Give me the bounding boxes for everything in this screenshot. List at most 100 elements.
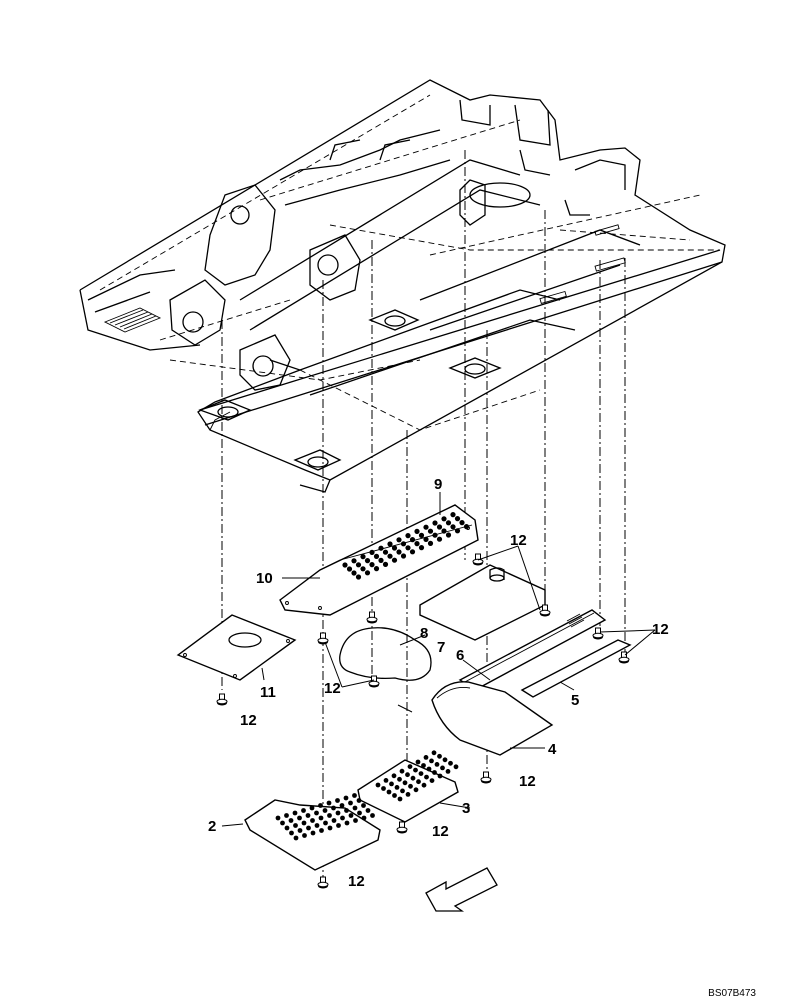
perforation-hole bbox=[436, 524, 443, 530]
perforation-hole bbox=[381, 786, 386, 791]
cover-plate-4[interactable] bbox=[431, 681, 554, 756]
perforation-hole bbox=[306, 825, 311, 831]
perforation-hole bbox=[427, 528, 434, 534]
perforation-hole bbox=[431, 750, 437, 756]
perforation-hole bbox=[423, 524, 429, 530]
callout-9: 9 bbox=[434, 476, 442, 493]
perforation-hole bbox=[348, 800, 353, 806]
callout-12: 12 bbox=[510, 532, 527, 549]
bolt-icon bbox=[539, 604, 551, 617]
perforation-holes bbox=[275, 793, 375, 841]
perforation-hole bbox=[386, 789, 392, 795]
perforation-hole bbox=[400, 553, 407, 559]
perforation-hole bbox=[284, 813, 289, 818]
perforation-hole bbox=[352, 793, 357, 798]
perforation-hole bbox=[326, 800, 332, 806]
callout-labels: 9 10 12 12 8 7 6 11 12 5 12 4 12 3 2 12 … bbox=[208, 476, 669, 890]
perforation-hole bbox=[375, 782, 381, 788]
perforation-hole bbox=[310, 830, 316, 836]
cover-plate-3[interactable] bbox=[357, 750, 459, 823]
perforation-hole bbox=[418, 771, 424, 776]
perforation-hole bbox=[445, 532, 452, 538]
perforation-hole bbox=[437, 753, 442, 759]
perforation-hole bbox=[284, 825, 290, 831]
perforation-hole bbox=[409, 549, 416, 555]
perforation-hole bbox=[356, 798, 362, 803]
perforation-hole bbox=[280, 820, 285, 826]
callout-12: 12 bbox=[324, 680, 341, 697]
perforation-hole bbox=[343, 795, 349, 801]
perforation-hole bbox=[387, 553, 393, 559]
perforation-hole bbox=[323, 820, 328, 826]
callout-2: 2 bbox=[208, 818, 216, 835]
perforation-holes bbox=[375, 750, 459, 802]
perforation-hole bbox=[396, 549, 402, 555]
callout-12: 12 bbox=[432, 823, 449, 840]
perforation-hole bbox=[335, 798, 340, 803]
perforation-hole bbox=[459, 520, 465, 526]
callout-7: 7 bbox=[437, 639, 445, 656]
perforation-hole bbox=[302, 833, 307, 838]
perforation-hole bbox=[423, 536, 429, 543]
perforation-hole bbox=[297, 815, 302, 821]
callout-12: 12 bbox=[519, 773, 536, 790]
cover-plate-7[interactable] bbox=[419, 564, 546, 641]
perforation-hole bbox=[405, 792, 411, 797]
step-plate bbox=[103, 307, 162, 333]
callout-11: 11 bbox=[260, 684, 276, 701]
perforation-hole bbox=[293, 835, 299, 841]
cover-strip-5[interactable] bbox=[520, 639, 632, 698]
perforation-hole bbox=[353, 818, 358, 823]
bolt-icon bbox=[472, 553, 484, 566]
perforation-hole bbox=[432, 532, 438, 538]
perforation-hole bbox=[434, 762, 440, 767]
perforation-hole bbox=[453, 764, 459, 770]
perforation-hole bbox=[318, 803, 323, 808]
perforation-hole bbox=[445, 520, 452, 526]
perforation-hole bbox=[397, 796, 403, 802]
cover-plate-2[interactable] bbox=[244, 793, 381, 871]
perforation-hole bbox=[310, 818, 315, 823]
perforation-hole bbox=[450, 524, 456, 530]
perforation-hole bbox=[418, 532, 425, 539]
perforation-hole bbox=[423, 755, 429, 760]
perforation-hole bbox=[414, 528, 420, 535]
perforation-hole bbox=[301, 808, 306, 813]
perforation-hole bbox=[364, 558, 371, 564]
upper-frame bbox=[79, 79, 726, 493]
bolts-12 bbox=[216, 553, 630, 889]
perforation-hole bbox=[373, 553, 380, 560]
gasket-8[interactable] bbox=[339, 627, 432, 681]
callout-12: 12 bbox=[348, 873, 365, 890]
perforation-hole bbox=[365, 808, 371, 813]
perforation-hole bbox=[360, 566, 366, 572]
perforation-hole bbox=[344, 820, 350, 826]
perforation-hole bbox=[441, 516, 447, 522]
perforation-hole bbox=[391, 773, 397, 779]
cover-plate-9-10[interactable] bbox=[279, 504, 479, 616]
bolt-icon bbox=[317, 632, 329, 645]
mounting-pads bbox=[198, 309, 502, 471]
perforation-hole bbox=[361, 803, 366, 808]
perforation-hole bbox=[410, 775, 416, 781]
perforation-hole bbox=[437, 773, 443, 779]
perforation-hole bbox=[413, 787, 419, 793]
bolt-icon bbox=[592, 627, 604, 640]
perforation-hole bbox=[432, 770, 437, 775]
perforation-hole bbox=[322, 808, 328, 813]
perforation-hole bbox=[369, 562, 375, 568]
perforation-hole bbox=[339, 803, 345, 808]
perforation-hole bbox=[301, 820, 307, 826]
front-direction-arrow-icon bbox=[425, 867, 498, 912]
perforation-hole bbox=[364, 570, 371, 576]
perforation-hole bbox=[342, 562, 348, 568]
perforation-hole bbox=[314, 823, 320, 828]
perforation-hole bbox=[382, 549, 389, 555]
cover-plate-11[interactable] bbox=[176, 614, 297, 681]
perforation-hole bbox=[336, 823, 341, 828]
perforation-hole bbox=[344, 808, 349, 813]
perforation-hole bbox=[382, 561, 389, 568]
perforation-hole bbox=[327, 813, 332, 818]
perforation-hole bbox=[331, 818, 337, 823]
perforation-hole bbox=[426, 766, 432, 772]
